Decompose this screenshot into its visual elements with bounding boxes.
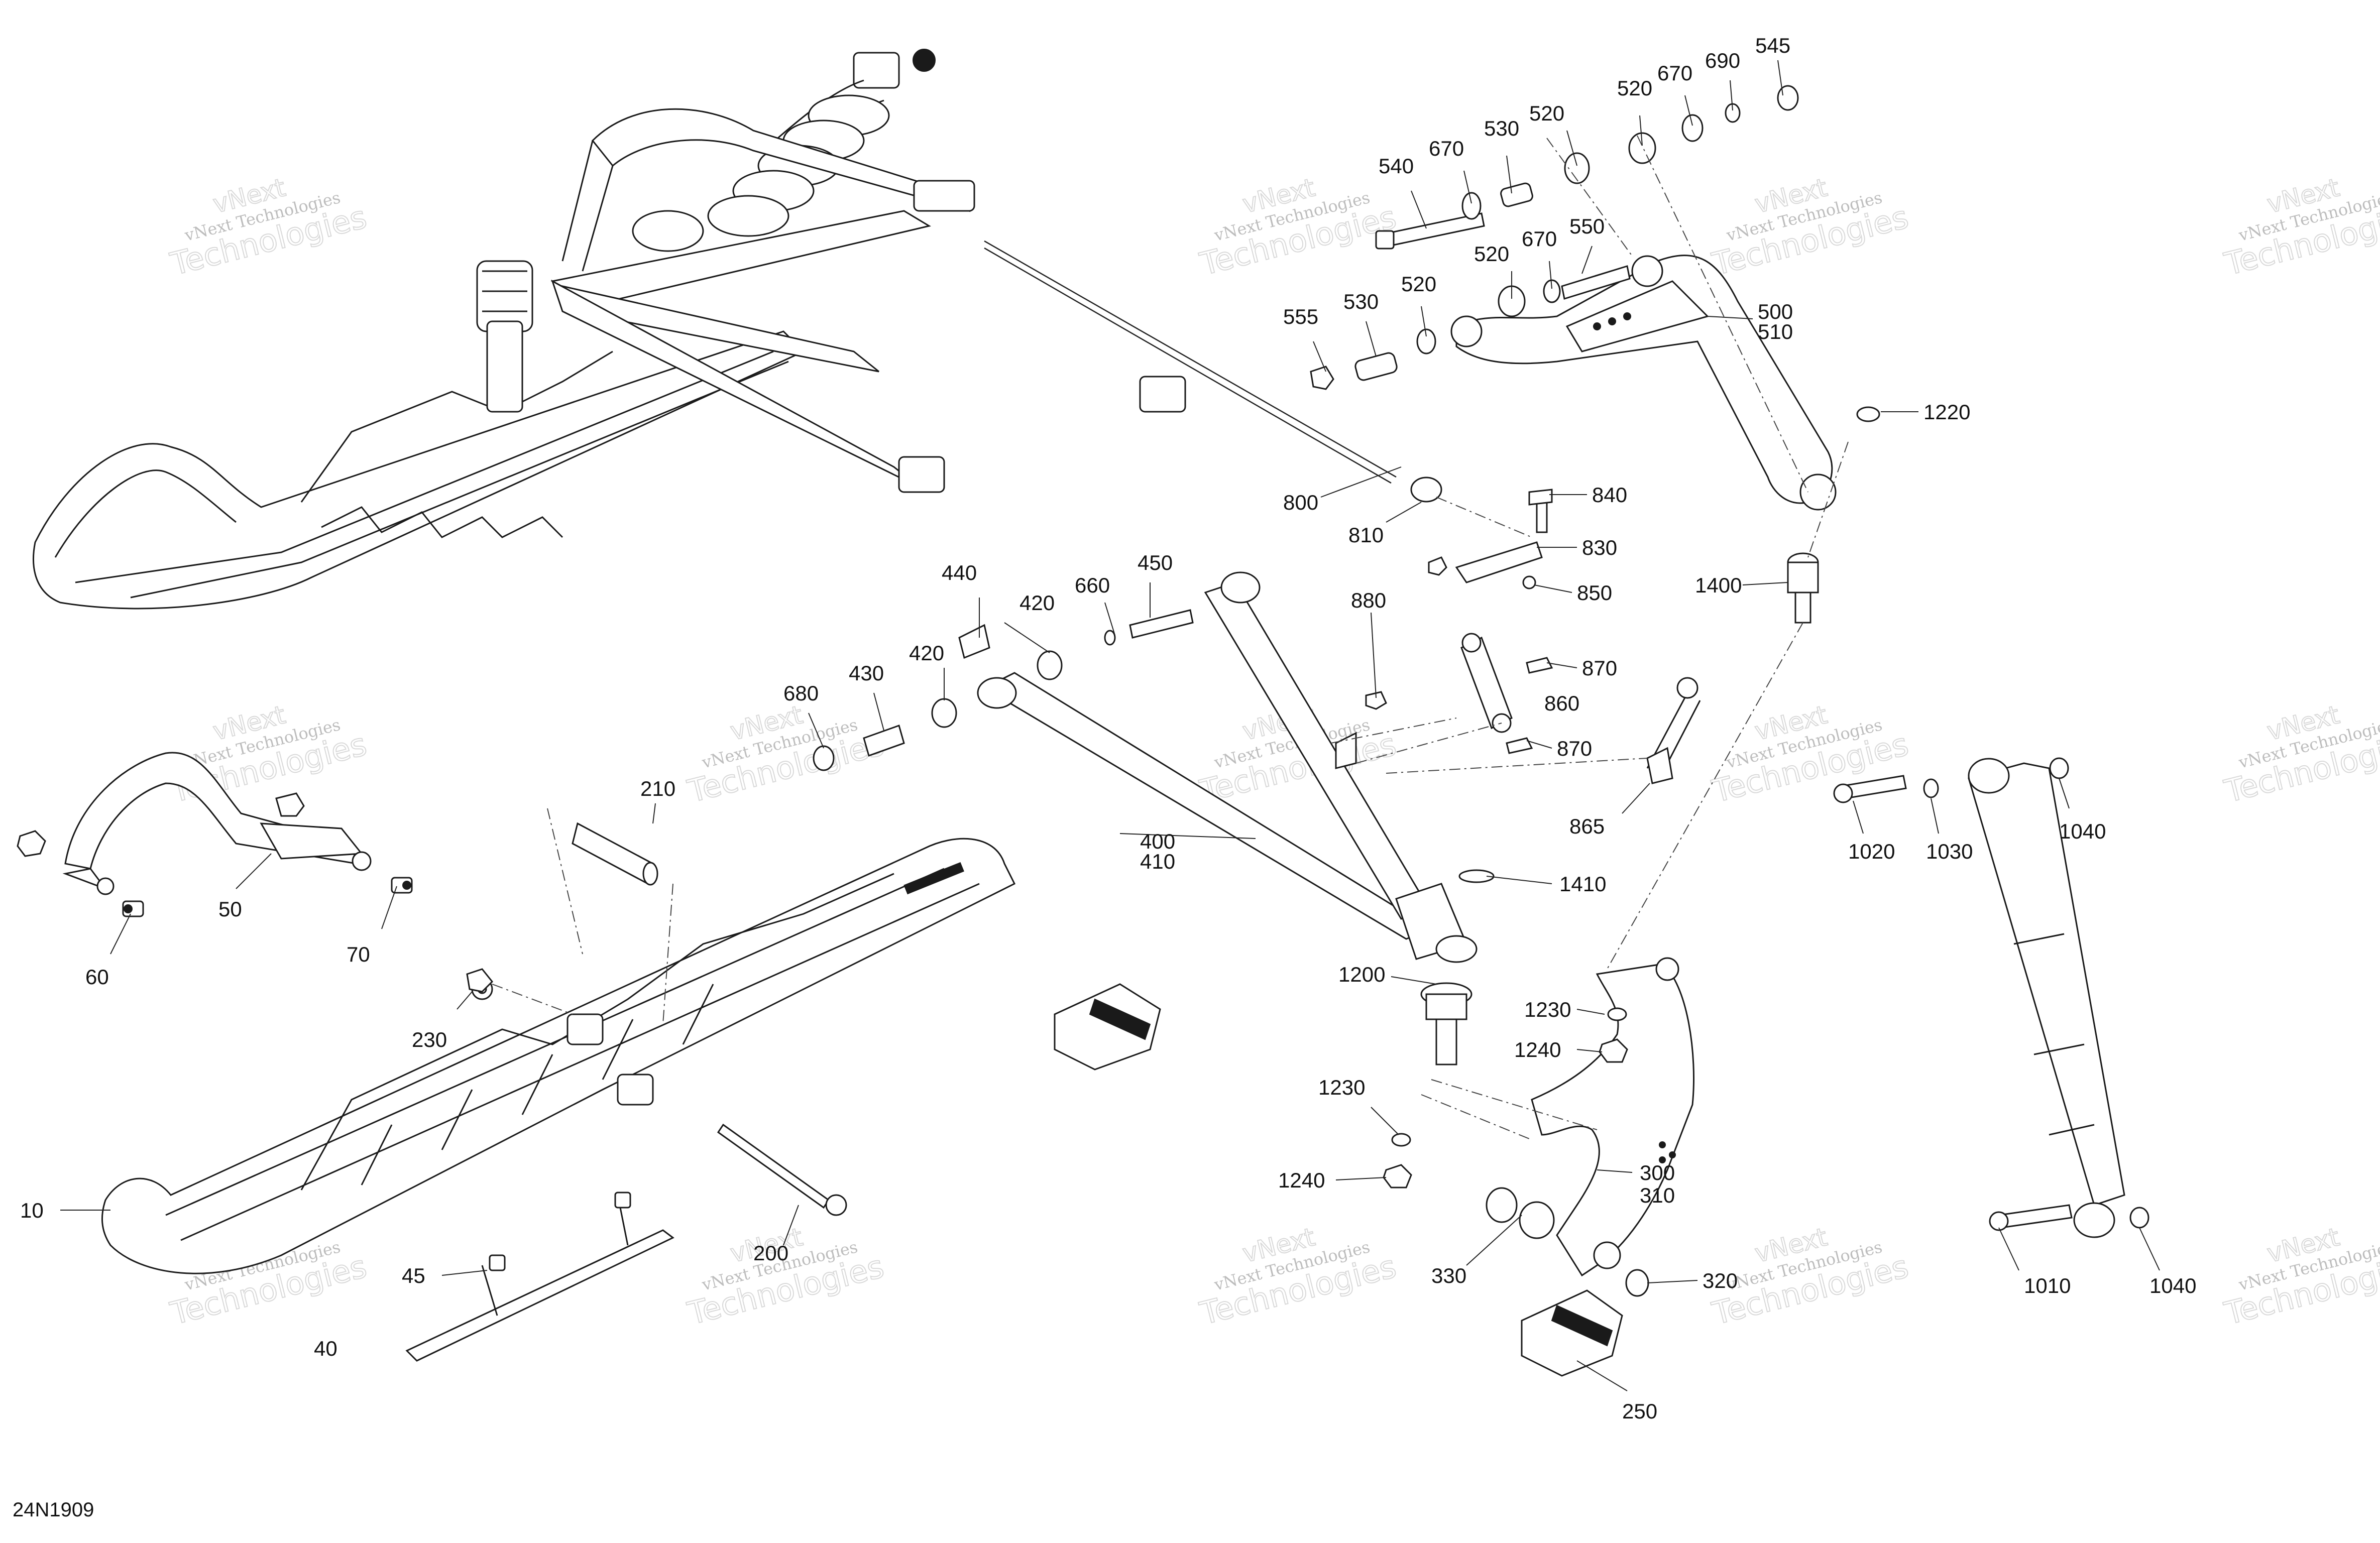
callout-400: 400 (1140, 829, 1175, 853)
callout-865: 865 (1569, 814, 1605, 838)
skid-pad-left (1054, 983, 1161, 1071)
callout-680: 680 (783, 681, 819, 705)
callout-870: 870 (1582, 656, 1617, 680)
runner-40 (405, 1192, 674, 1362)
callout-210: 210 (640, 777, 675, 800)
callout-420: 420 (909, 641, 944, 665)
callout-1040: 1040 (2059, 819, 2106, 843)
callout-430: 430 (849, 661, 884, 685)
callout-1220: 1220 (1923, 400, 1970, 424)
callout-330: 330 (1431, 1264, 1466, 1287)
callout-300: 300 (1640, 1161, 1675, 1184)
callout-690: 690 (1705, 49, 1740, 72)
callout-1240: 1240 (1278, 1168, 1325, 1192)
diagram-code: 24N1909 (13, 1499, 94, 1521)
callout-520: 520 (1474, 242, 1509, 266)
callout-230: 230 (412, 1028, 447, 1051)
upper-hardware (1310, 85, 1799, 390)
callout-500: 500 (1758, 300, 1793, 323)
callout-540: 540 (1379, 154, 1414, 178)
callout-10: 10 (20, 1199, 44, 1222)
callout-50: 50 (218, 897, 242, 921)
callout-520: 520 (1529, 101, 1564, 125)
callout-440: 440 (942, 561, 977, 584)
callout-670: 670 (1522, 227, 1557, 251)
callout-1230: 1230 (1524, 998, 1571, 1021)
callout-810: 810 (1348, 523, 1384, 547)
callout-860: 860 (1544, 691, 1579, 715)
nut-left (17, 830, 46, 857)
callout-45: 45 (402, 1264, 425, 1287)
ski-loop-50 (62, 752, 372, 895)
nut-left-2 (275, 792, 305, 817)
upper-a-arm-500 (1450, 255, 1837, 511)
callout-880: 880 (1351, 588, 1386, 612)
bracket-830 (1428, 489, 1553, 589)
skid-pad-250 (1521, 1289, 1623, 1377)
callout-1040: 1040 (2149, 1274, 2196, 1297)
callout-850: 850 (1577, 581, 1612, 605)
callout-labels: 545 690 670 520 520 530 670 540 520 670 … (20, 34, 2196, 1423)
spacer-210 (572, 822, 658, 886)
callout-1410: 1410 (1559, 872, 1606, 896)
leader-lines (60, 60, 2160, 1391)
callout-545: 545 (1755, 34, 1790, 57)
callout-1020: 1020 (1848, 840, 1895, 863)
callout-550: 550 (1569, 214, 1605, 238)
callout-1240: 1240 (1514, 1038, 1561, 1061)
callout-830: 830 (1582, 536, 1617, 559)
link-860 (1365, 633, 1553, 754)
circlip-1220 (1856, 406, 1880, 422)
callout-1230: 1230 (1318, 1076, 1365, 1099)
callout-670: 670 (1657, 61, 1692, 85)
callout-670: 670 (1429, 137, 1464, 160)
bolt-60 (122, 900, 144, 917)
callout-530: 530 (1484, 116, 1519, 140)
callout-800: 800 (1283, 491, 1318, 514)
lower-hardware (813, 609, 1194, 771)
callout-530: 530 (1343, 290, 1379, 313)
callout-510: 510 (1758, 320, 1793, 343)
callout-1030: 1030 (1926, 840, 1973, 863)
callout-660: 660 (1075, 573, 1110, 597)
lower-a-arm-400 (977, 571, 1478, 963)
callout-555: 555 (1283, 305, 1318, 328)
callout-40: 40 (314, 1337, 337, 1360)
callout-1010: 1010 (2024, 1274, 2071, 1297)
bolt-200 (717, 1123, 847, 1216)
callout-60: 60 (85, 965, 109, 989)
rod-end-865 (1646, 677, 1701, 784)
assembled-ski-suspension-drawing (33, 49, 1397, 610)
callout-1400: 1400 (1695, 573, 1742, 597)
callout-420: 420 (1019, 591, 1055, 615)
callout-410: 410 (1140, 850, 1175, 873)
callout-450: 450 (1138, 551, 1173, 574)
callout-1200: 1200 (1338, 963, 1385, 986)
callout-840: 840 (1592, 483, 1627, 507)
ski-10 (101, 838, 1016, 1274)
callout-320: 320 (1703, 1269, 1738, 1292)
assembled-stabilizer-rod (984, 240, 1397, 478)
circlip-1410 (1458, 869, 1495, 883)
bolt-70 (391, 877, 413, 894)
shock-absorber-right (1833, 757, 2149, 1238)
callout-200: 200 (753, 1241, 788, 1265)
callout-870: 870 (1557, 737, 1592, 760)
alignment-lines (492, 135, 1849, 1140)
ball-joint-1200 (1420, 982, 1472, 1065)
callout-250: 250 (1622, 1399, 1657, 1423)
stabilizer-rod-800 (1410, 477, 1442, 503)
callout-520: 520 (1401, 272, 1436, 296)
callout-70: 70 (347, 942, 370, 966)
callout-520: 520 (1617, 76, 1652, 100)
ball-joint-1400 (1787, 552, 1819, 624)
callout-310: 310 (1640, 1183, 1675, 1207)
